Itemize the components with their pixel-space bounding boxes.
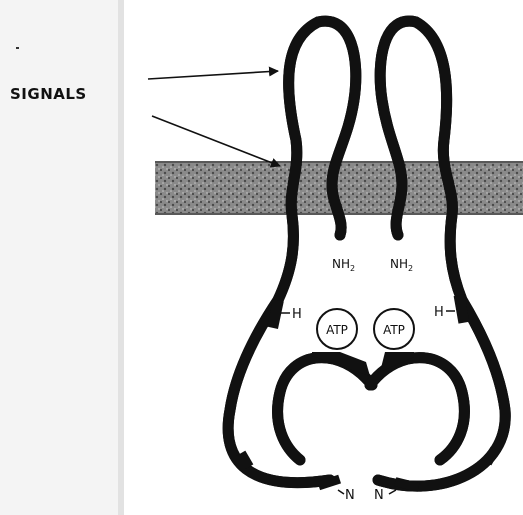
n-right: N — [374, 488, 396, 503]
signal-arrow-upper — [148, 71, 278, 79]
left-monomer — [228, 21, 372, 483]
nh2-right-text: NH — [390, 257, 408, 271]
nh2-left-text: NH — [332, 257, 350, 271]
svg-text:NH2: NH2 — [390, 257, 413, 273]
left-atp-site — [312, 352, 370, 376]
nh2-right: NH2 — [390, 257, 413, 273]
h-right: H — [434, 305, 455, 320]
speck — [16, 47, 19, 49]
atp-right: ATP — [374, 309, 414, 349]
nh2-right-sub: 2 — [408, 264, 413, 273]
page-shade — [0, 0, 120, 515]
h-left-label: H — [292, 307, 302, 322]
nh2-left: NH2 — [332, 257, 355, 273]
page-fold — [118, 0, 124, 515]
signal-arrow-lower — [152, 116, 280, 166]
svg-text:NH2: NH2 — [332, 257, 355, 273]
nh2-left-sub: 2 — [350, 264, 355, 273]
h-right-label: H — [434, 305, 444, 320]
signals-label: SIGNALS — [10, 85, 87, 103]
n-right-label: N — [374, 488, 384, 503]
atp-left-label: ATP — [326, 323, 348, 337]
right-monomer — [370, 21, 505, 486]
receptor-dimer — [228, 21, 505, 486]
atp-right-label: ATP — [383, 323, 405, 337]
n-left: N — [338, 488, 355, 503]
h-left: H — [281, 307, 302, 322]
n-left-label: N — [345, 488, 355, 503]
atp-left: ATP — [317, 309, 357, 349]
